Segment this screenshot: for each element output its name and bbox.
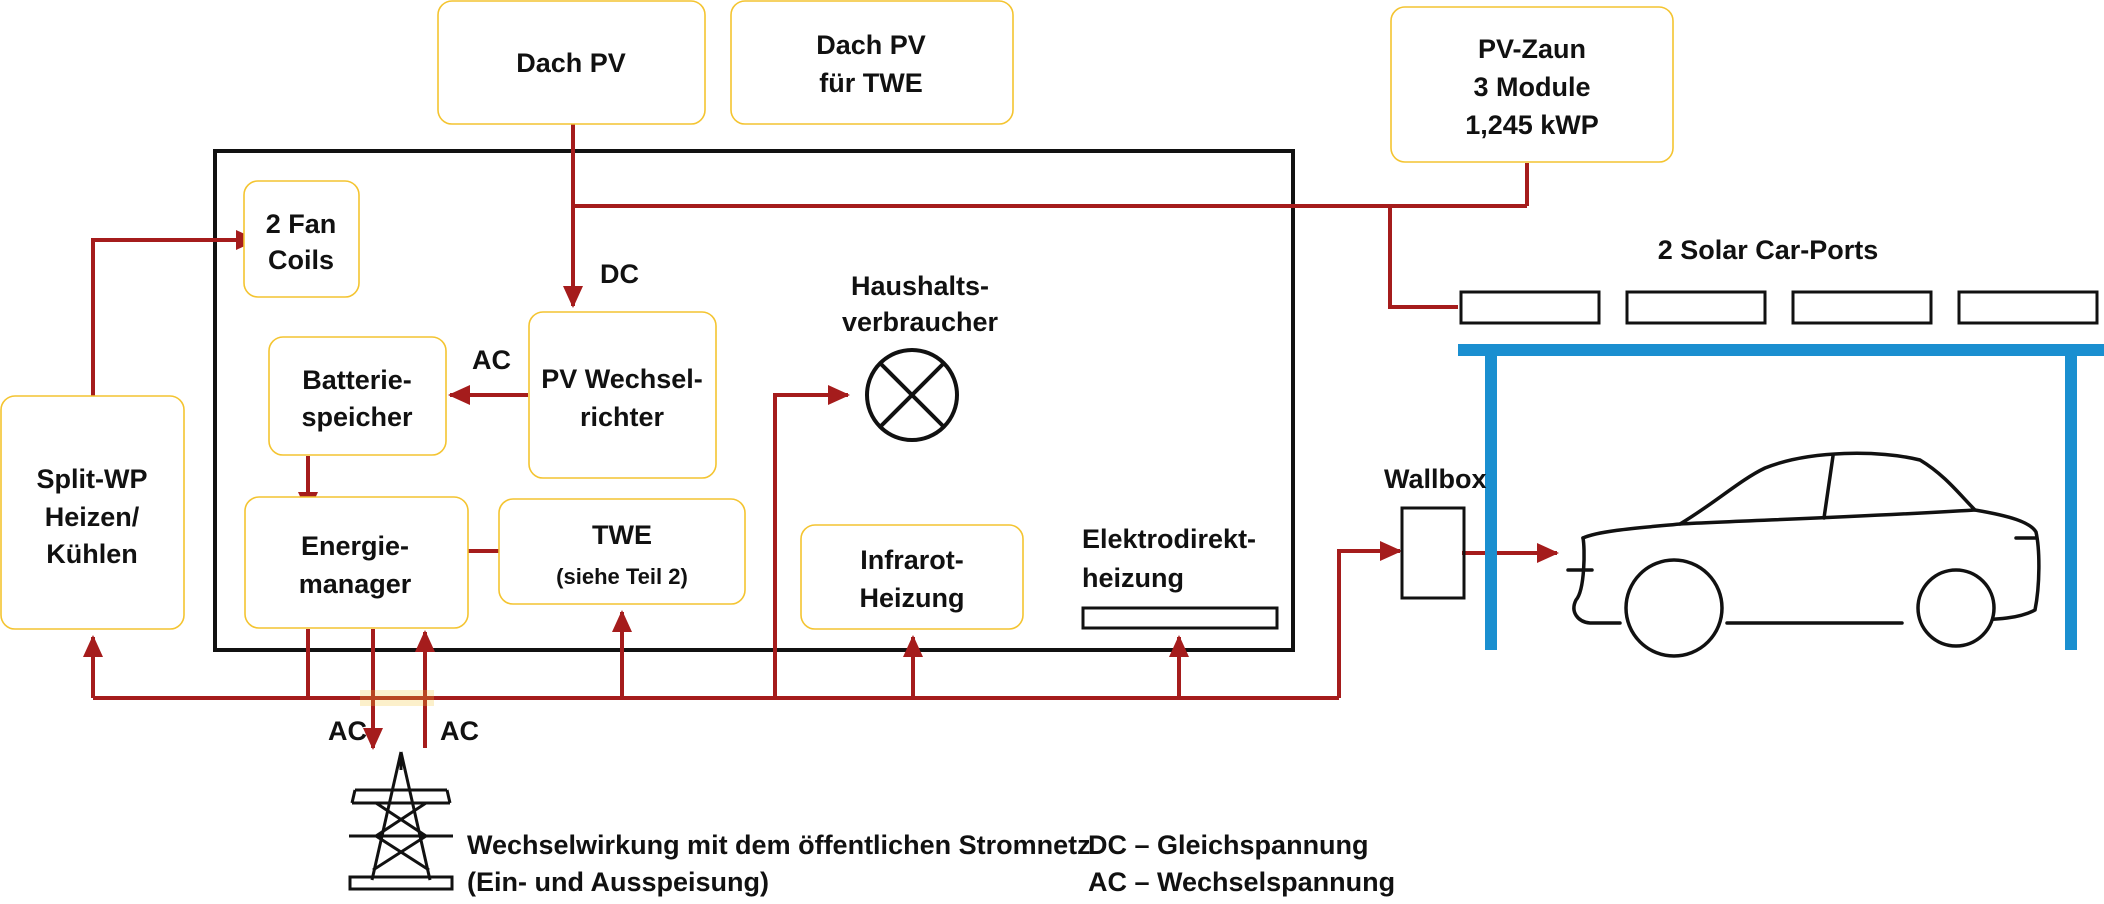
box-dach-pv-twe-line-1: Dach PV	[816, 30, 926, 60]
box-energiemanager-line-1: Energie-	[301, 531, 409, 561]
label-dc: DC	[600, 259, 639, 289]
box-pv-wechselrichter-line-1: PV Wechsel-	[541, 364, 703, 394]
elektrodirekt-heater-bar	[1081, 606, 1279, 630]
box-pv-zaun-line-3: 1,245 kWP	[1465, 110, 1599, 140]
solar-panel-icon	[1459, 290, 1601, 325]
box-split-wp-line-1: Split-WP	[37, 464, 148, 494]
box-split-wp-line-3: Kühlen	[46, 539, 138, 569]
wire-splitwp-fancoils	[91, 230, 258, 396]
box-dach-pv-twe: Dach PV für TWE	[730, 0, 1014, 125]
legend-dc: DC – Gleichspannung	[1088, 830, 1369, 860]
box-split-wp-line-2: Heizen/	[45, 502, 140, 532]
wiring	[83, 124, 1559, 750]
grid-description-line-1: Wechselwirkung mit dem öffentlichen Stro…	[467, 830, 1091, 860]
car-icon	[1566, 451, 2041, 658]
solar-panel-icon	[1791, 290, 1933, 325]
box-pv-wechselrichter-line-2: richter	[580, 402, 665, 432]
box-twe-line-2: (siehe Teil 2)	[556, 564, 688, 589]
solar-panel-icon	[1957, 290, 2099, 325]
wire-carport-panels	[1388, 206, 1458, 309]
carport-frame-icon	[1458, 344, 2104, 650]
box-batteriespeicher-line-1: Batterie-	[302, 365, 412, 395]
haushalt-line-1: Haushalts-	[851, 271, 989, 301]
box-infrarot-line-2: Heizung	[860, 583, 965, 613]
wallbox-label: Wallbox	[1384, 464, 1487, 494]
box-fan-coils: 2 Fan Coils	[243, 180, 360, 298]
box-batteriespeicher: Batterie- speicher	[268, 336, 447, 456]
power-pylon-icon	[348, 751, 454, 891]
box-infrarot-line-1: Infrarot-	[860, 545, 964, 575]
box-pv-wechselrichter: PV Wechsel- richter	[528, 311, 717, 479]
box-dach-pv-line-1: Dach PV	[516, 48, 626, 78]
label-ac-grid-out: AC	[328, 716, 367, 746]
box-energiemanager: Energie- manager	[244, 496, 469, 629]
label-ac-inverter: AC	[472, 345, 511, 375]
wire-bus-haushalt	[773, 385, 850, 698]
box-fan-coils-line-1: 2 Fan	[266, 209, 337, 239]
box-pv-zaun: PV-Zaun 3 Module 1,245 kWP	[1390, 6, 1674, 163]
legend-ac: AC – Wechselspannung	[1088, 867, 1395, 897]
box-twe: TWE (siehe Teil 2)	[498, 498, 746, 605]
box-pv-zaun-line-1: PV-Zaun	[1478, 34, 1586, 64]
elektrodirekt-line-1: Elektrodirekt-	[1082, 524, 1256, 554]
box-dach-pv: Dach PV	[437, 0, 706, 125]
wallbox-unit	[1400, 506, 1466, 600]
box-twe-line-1: TWE	[592, 520, 652, 550]
label-ac-grid-in: AC	[440, 716, 479, 746]
elektrodirekt-line-2: heizung	[1082, 563, 1184, 593]
box-batteriespeicher-line-2: speicher	[301, 402, 413, 432]
grid-junction-highlight	[360, 690, 434, 706]
box-split-wp: Split-WP Heizen/ Kühlen	[0, 395, 185, 630]
solar-panel-icon	[1625, 290, 1767, 325]
box-infrarot-heizung: Infrarot- Heizung	[800, 524, 1024, 630]
house-outline	[213, 149, 1295, 652]
haushalt-line-2: verbraucher	[842, 307, 999, 337]
lamp-symbol-icon	[865, 348, 959, 442]
grid-description-line-2: (Ein- und Ausspeisung)	[467, 867, 769, 897]
box-pv-zaun-line-2: 3 Module	[1473, 72, 1590, 102]
box-fan-coils-line-2: Coils	[268, 245, 334, 275]
box-energiemanager-line-2: manager	[299, 569, 412, 599]
wire-bus-wallbox	[1337, 541, 1402, 698]
carports-title: 2 Solar Car-Ports	[1658, 235, 1879, 265]
box-dach-pv-twe-line-2: für TWE	[819, 68, 922, 98]
